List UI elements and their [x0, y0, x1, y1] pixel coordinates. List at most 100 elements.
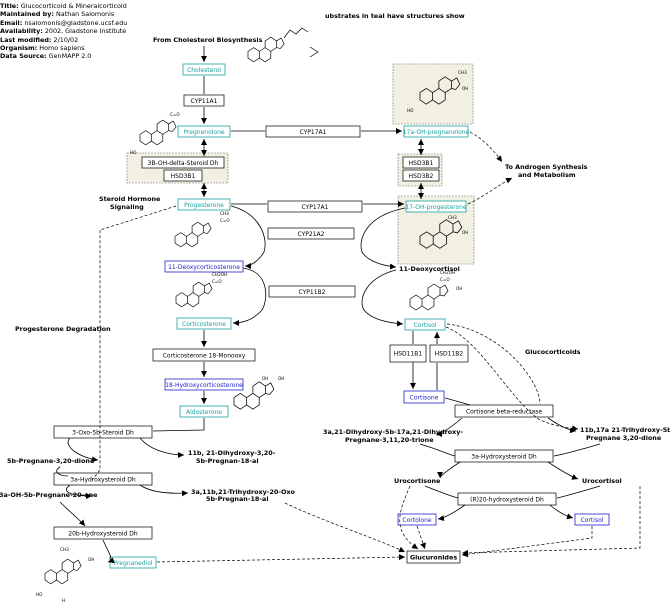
metabolite-label: Cortisol — [414, 322, 437, 329]
structure-text: C=O — [212, 279, 222, 284]
curve-deoxycortisol-cortisol — [361, 269, 404, 327]
metabolite-oh-progesterone[interactable]: 17-OH-progesterone — [405, 200, 467, 213]
gene-label: HSD11B1 — [394, 351, 423, 358]
label-urocortisol: Urocortisol — [582, 477, 622, 485]
organism-label: Organism: — [0, 44, 38, 53]
gene-hsd-delta[interactable]: 3B-OH-delta-Steroid Dh — [141, 156, 225, 169]
glucuronides-label: Glucuronides — [410, 554, 458, 562]
gene-cyp17a1-top[interactable]: CYP17A1 — [265, 125, 361, 138]
gene-hsd11b1[interactable]: HSD11B1 — [389, 344, 427, 363]
modified-value: 2/10/02 — [53, 35, 79, 44]
metabolite-progesterone[interactable]: Progesterone — [177, 198, 231, 211]
gene-hsd11b2[interactable]: HSD11B2 — [429, 344, 469, 363]
label-androgen-1: To Androgen Synthesis — [505, 163, 588, 171]
curve-ohprog-deoxycortisol — [360, 207, 406, 270]
gene-label: HSD3B2 — [409, 173, 434, 180]
curve-ahsd-trihydroxy — [139, 484, 189, 497]
metabolite-label: Progesterone — [184, 202, 224, 209]
gene-a-hsd-right[interactable]: 3a-Hydroxysteroid Dh — [454, 449, 554, 463]
curve-dione-ahsd — [553, 443, 601, 457]
structure-corticosterone: CH2OH C=O — [175, 272, 227, 308]
curve-aldo-oxo — [152, 418, 205, 432]
metabolite-aldosterone[interactable]: Aldosterone — [179, 405, 229, 418]
dashed-ohprog-androgen — [467, 177, 513, 205]
gene-monooxy[interactable]: Corticosterone 18-Monooxy — [152, 348, 256, 362]
metabolite-cortisol-2[interactable]: Cortisol — [574, 513, 610, 526]
maintained-label: Maintained by: — [0, 10, 54, 19]
dashed-trihydroxy-gluc — [284, 502, 406, 553]
curve-reductase-trione — [435, 417, 463, 437]
structure-aldosterone: OH OH — [233, 376, 284, 410]
metabolite-cholesterol[interactable]: Cholesterol — [182, 63, 226, 76]
curve-urocortisol-r20 — [556, 485, 601, 499]
label-progesterone-degradation: Progesterone Degradation — [15, 325, 111, 333]
gene-hsd3b1-right[interactable]: HSD3B1 — [402, 156, 440, 169]
curve-ahsd-urocortisol — [547, 461, 579, 480]
metabolite-hydroxycorticosterone[interactable]: 18-Hydroxycorticosterone — [164, 378, 244, 391]
structure-oh-progesterone: CH3 OH — [419, 215, 468, 249]
gene-label: CYP21A2 — [298, 231, 325, 238]
gene-label: CYP17A1 — [302, 204, 329, 211]
structure-pregnanediol: CH3 OH HO H — [36, 547, 94, 603]
label-pregnanedione: 5b-Pregnane-3,20-dione — [7, 457, 95, 465]
gene-cyp11b2[interactable]: CYP11B2 — [268, 285, 356, 298]
label-trihydroxy-dione-2: Pregnane 3,20-dione — [586, 434, 662, 442]
source-value: GenMAPP 2.0 — [48, 52, 92, 61]
label-glucocorticoids: Glucocorticoids — [525, 348, 581, 356]
dashed-cortisol-reductase — [446, 323, 541, 405]
metabolite-label: Pregnenolone — [183, 129, 224, 136]
gene-label: 3a-Hydroxysteroid Dh — [70, 476, 136, 483]
gene-hsd3b2-right[interactable]: HSD3B2 — [402, 169, 440, 182]
gene-cyp11a1[interactable]: CYP11A1 — [183, 94, 225, 107]
metabolite-corticosterone[interactable]: Corticosterone — [176, 317, 232, 330]
gene-cyp17a1-mid[interactable]: CYP17A1 — [267, 200, 363, 213]
curve-oxo-dihydroxyal — [139, 437, 185, 458]
availability-label: Availability: — [0, 27, 43, 36]
metabolite-pregnanediol[interactable]: Pregnanediol — [109, 556, 157, 569]
organism-value: Homo sapiens — [39, 44, 85, 53]
label-dihydroxy-al-2: 5b-Pregnan-18-al — [196, 457, 259, 465]
gene-label: 3a-Hydroxysteroid Dh — [471, 453, 537, 460]
label-steroid-signaling-2: Signaling — [110, 203, 144, 211]
label-dihydroxy-al-1: 11b, 21-Dihydroxy-3,20- — [188, 449, 276, 457]
gene-label: 20b-Hydroxysteroid Dh — [68, 530, 138, 537]
structure-text: OH — [278, 376, 284, 381]
modified-label: Last modified: — [0, 35, 52, 44]
gene-cyp21a2[interactable]: CYP21A2 — [267, 227, 355, 240]
gene-cortisone-reductase[interactable]: Cortisone beta-reductase — [454, 404, 554, 418]
structure-text: C=O — [440, 277, 450, 282]
gene-hsd3b1-left[interactable]: HSD3B1 — [163, 169, 203, 182]
gene-label: Cortisone beta-reductase — [466, 408, 542, 415]
metabolite-label: 17-OH-progesterone — [405, 204, 467, 211]
gene-a-hsd-left[interactable]: 3a-Hydroxysteroid Dh — [53, 472, 153, 486]
gene-label: 3B-OH-delta-Steroid Dh — [148, 160, 219, 167]
structure-text: HO — [36, 592, 43, 597]
metabolite-cortisone[interactable]: Cortisone — [403, 390, 445, 404]
title-label: Title: — [0, 2, 19, 10]
structure-text: OH — [462, 230, 468, 235]
structure-cholesterol — [247, 27, 319, 63]
title-value: Glucocorticoid & Mineralcorticoid — [20, 2, 127, 10]
metabolite-pregnenolone[interactable]: Pregnenolone — [177, 125, 231, 138]
metabolite-cortisol[interactable]: Cortisol — [404, 318, 446, 331]
metabolite-oh-pregnenolone[interactable]: 17a-OH-pregnenolone — [403, 125, 470, 138]
label-androgen-2: and Metabolism — [518, 171, 576, 179]
gene-oxo-steroid[interactable]: 3-Oxo-5b-Steroid Dh — [53, 425, 153, 439]
gene-20b-hsd[interactable]: 20b-Hydroxysteroid Dh — [53, 526, 153, 540]
structure-text: CH3 — [60, 547, 69, 552]
structure-text: CH2OH — [440, 270, 455, 275]
structure-text: CH3 — [458, 70, 467, 75]
email-value: nsalomonis@gladstone.ucsf.edu — [24, 18, 128, 27]
metabolite-cortolone[interactable]: Cortolone — [397, 513, 437, 526]
label-deoxycortisol: 11-Deoxycortisol — [399, 265, 460, 273]
dashed-urocortisone-gluc — [399, 485, 419, 550]
gene-label: Corticosterone 18-Monooxy — [163, 352, 246, 359]
structure-text: C=O — [220, 218, 230, 223]
gene-label: CYP11A1 — [191, 98, 218, 105]
availability-value: 2002, Gladstone Institute — [44, 27, 127, 36]
label-dihydroxy-trione-1: 3a,21-Dihydroxy-5b-17a,21-Dihydroxy- — [323, 428, 463, 436]
metabolite-label: 11-Deoxycorticosterone — [168, 264, 240, 271]
gene-r20-hsd[interactable]: (R)20-hydroxysteroid Dh — [457, 492, 557, 506]
metabolite-deoxycorticosterone[interactable]: 11-Deoxycorticosterone — [164, 260, 244, 273]
